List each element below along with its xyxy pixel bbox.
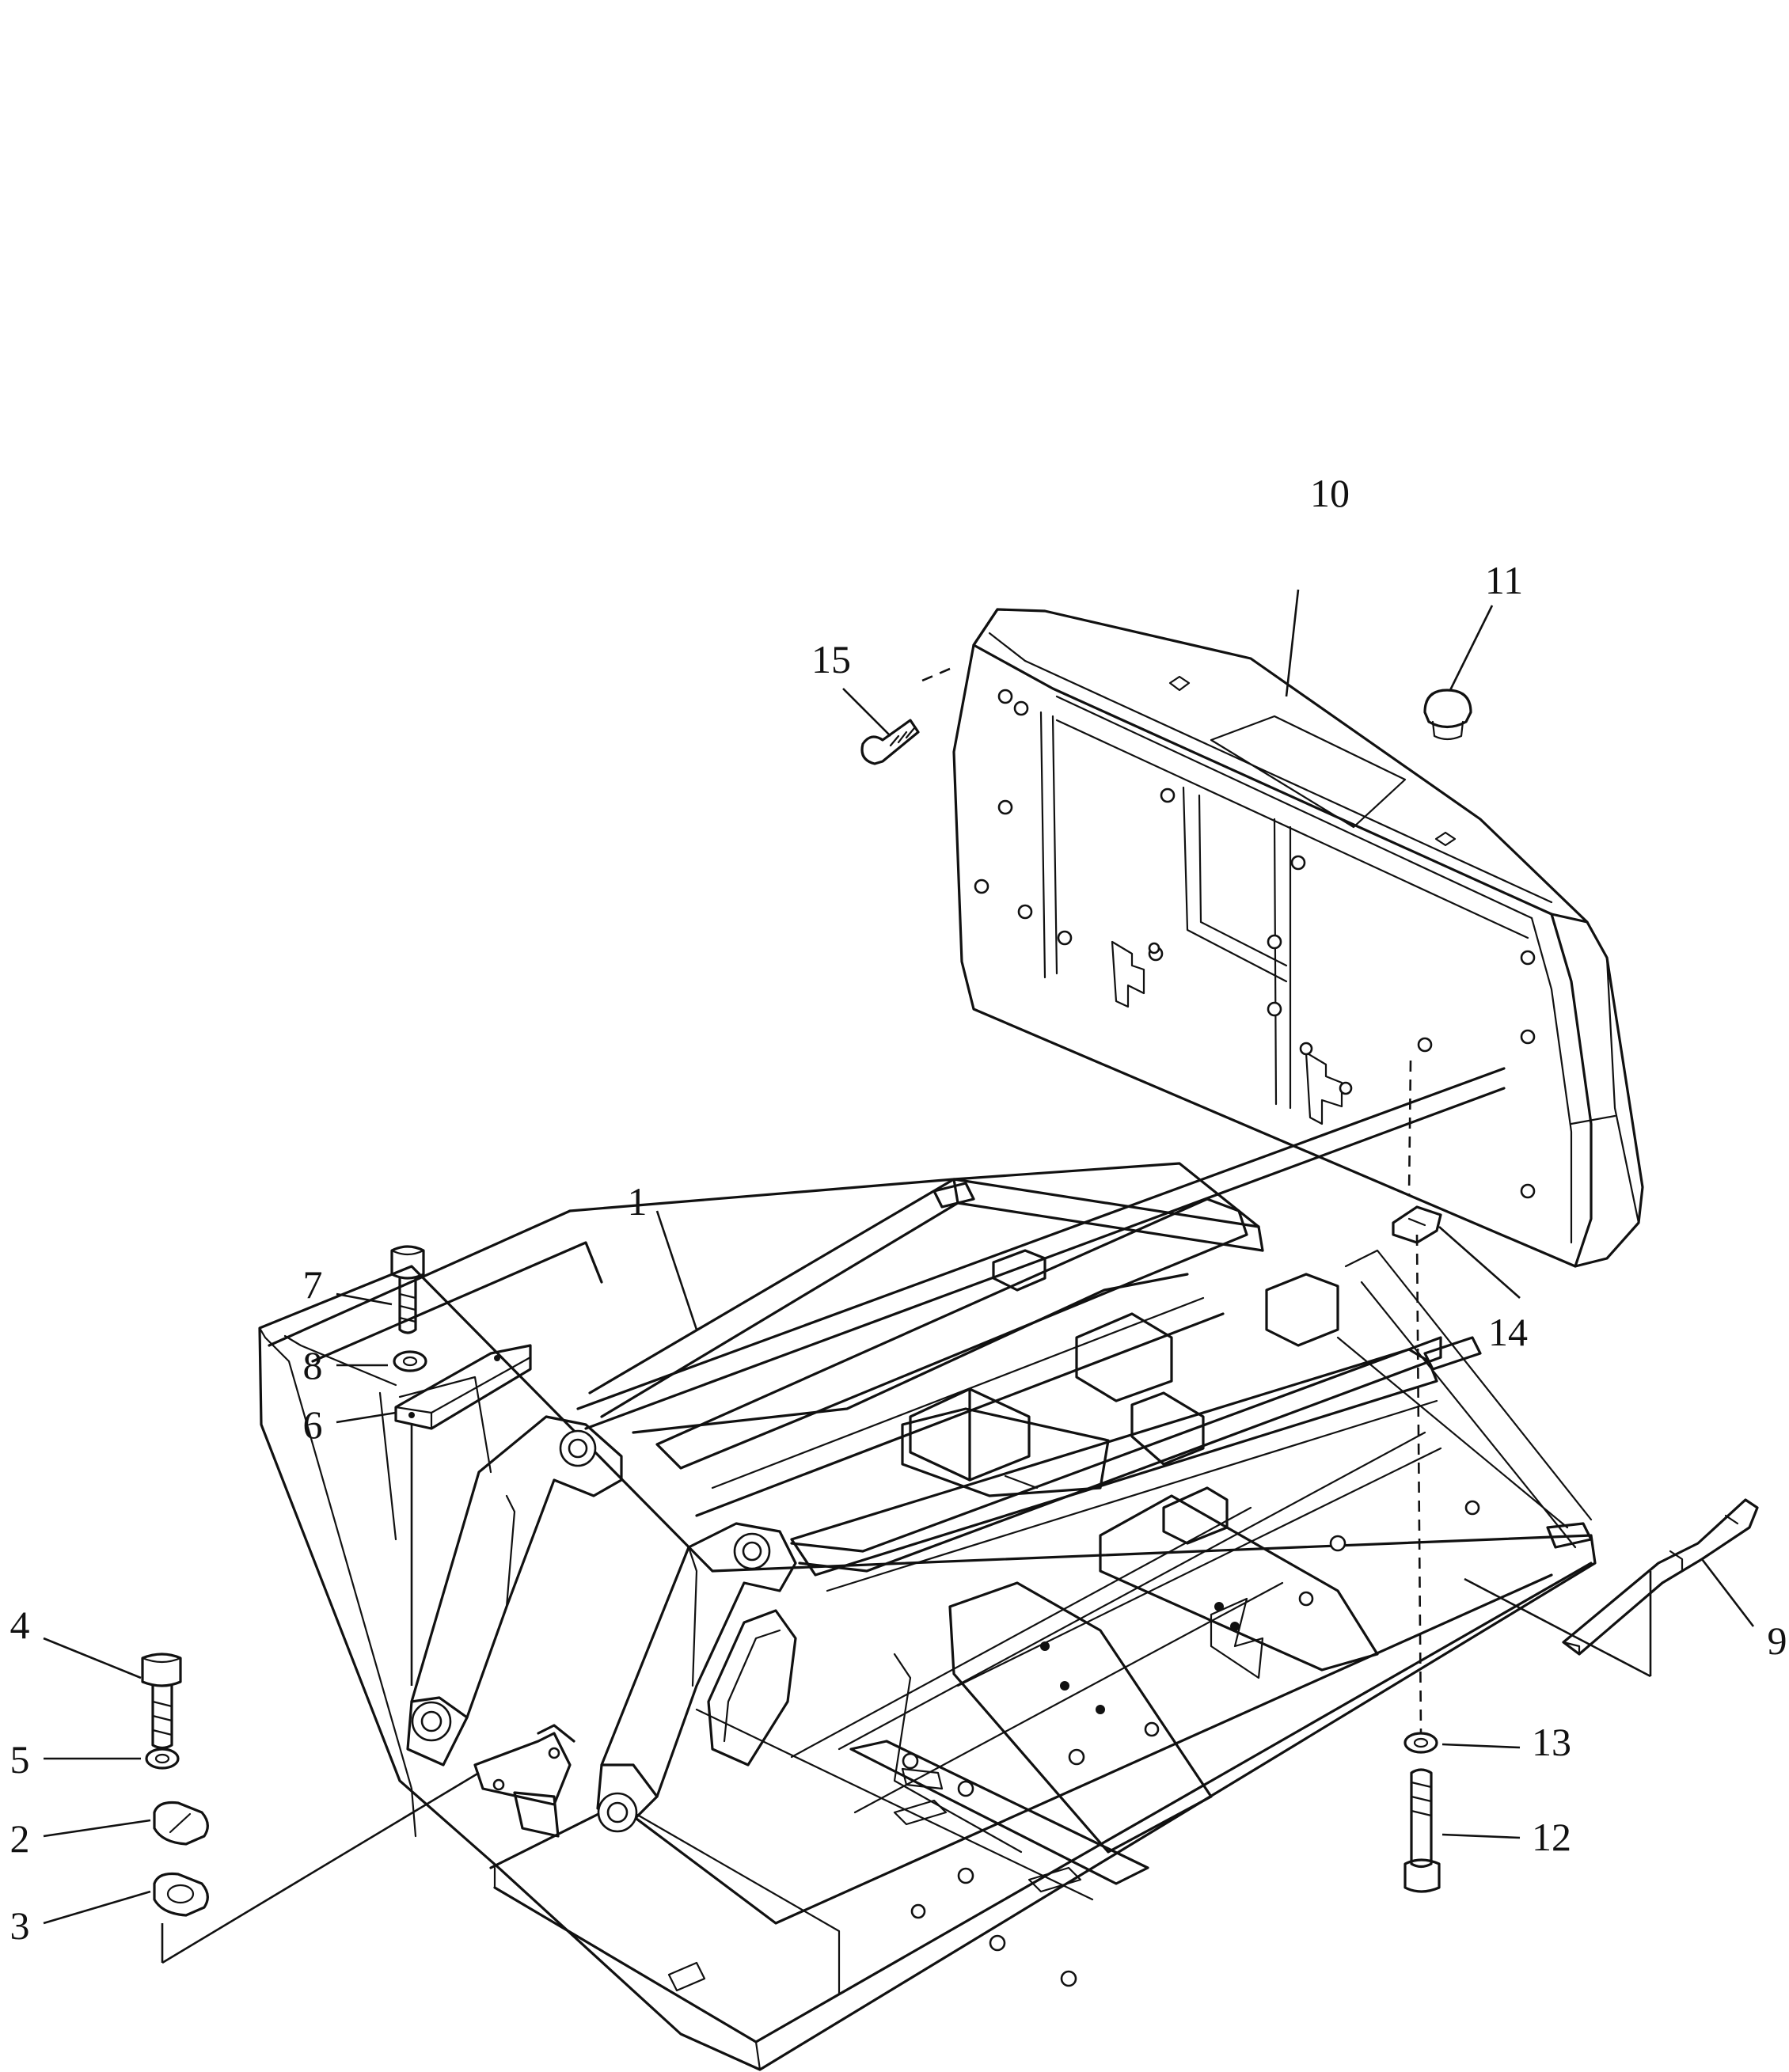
cover-2 [153,1801,209,1846]
callout-7: 7 [303,1262,323,1307]
bolt-4 [141,1653,182,1750]
callout-6: 6 [303,1402,323,1447]
bolt-12 [1403,1768,1441,1893]
shim-14 [1392,1205,1442,1244]
callout-12: 12 [1532,1815,1571,1859]
counterweight [952,608,1644,1268]
revolving-frame [258,1067,1597,2071]
callout-8: 8 [303,1343,323,1387]
callout-11: 11 [1485,558,1523,602]
callout-3: 3 [10,1903,30,1948]
callout-14: 14 [1488,1310,1528,1354]
cap-plug-11 [1423,689,1472,741]
callout-15: 15 [811,637,851,681]
gasket-3 [153,1872,209,1917]
callout-1: 1 [628,1179,648,1224]
callout-labels: 1 2 3 4 5 6 7 8 9 10 11 12 13 14 15 [10,471,1787,1948]
callout-13: 13 [1532,1720,1571,1764]
bolt-7 [390,1245,425,1334]
washer-13 [1403,1732,1438,1754]
bracket-9 [1562,1498,1759,1656]
callout-5: 5 [10,1737,30,1782]
plate-6 [394,1344,532,1430]
callout-9: 9 [1768,1619,1787,1663]
callout-4: 4 [10,1603,30,1647]
callout-2: 2 [10,1816,30,1861]
leader-lines [43,589,1755,1964]
washer-5 [145,1748,180,1770]
callout-10: 10 [1310,471,1350,515]
bolt-15 [860,719,920,765]
washer-8 [393,1350,427,1372]
